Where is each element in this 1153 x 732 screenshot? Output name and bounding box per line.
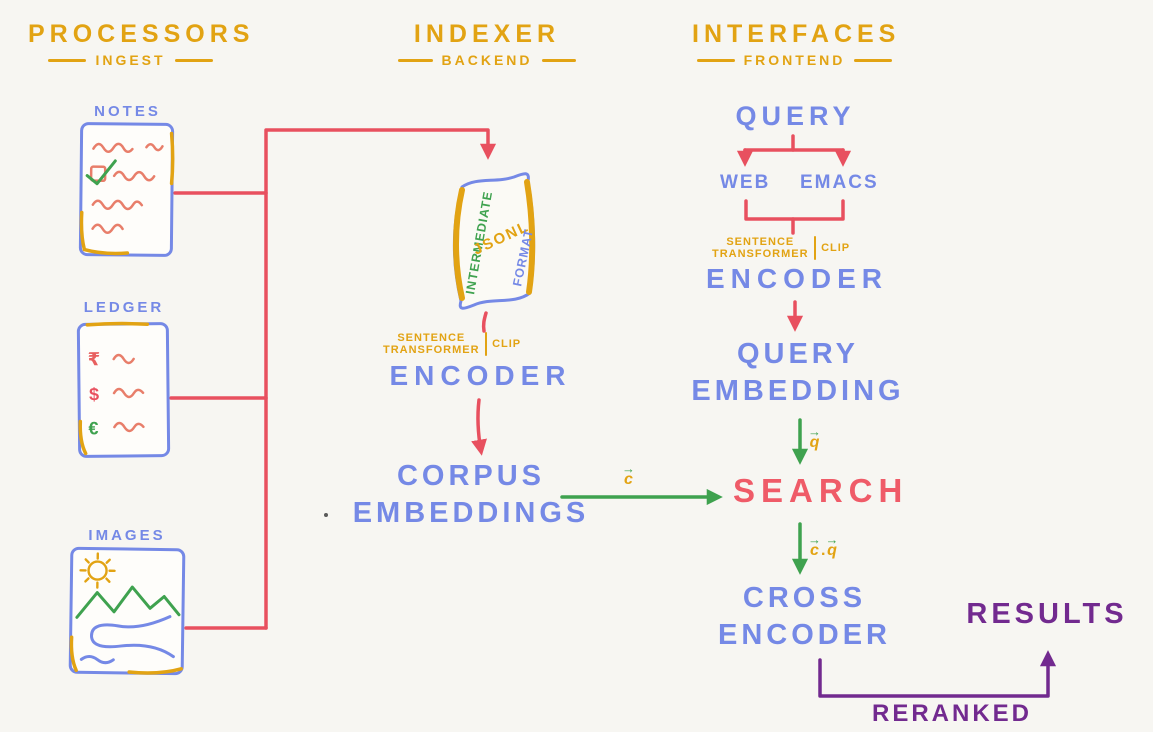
cross-encoder-to-results-arrow [818, 650, 1057, 698]
vector-letter-c: c [810, 542, 819, 559]
ledger-document-icon: ₹ $ € [76, 321, 171, 458]
vector-q: → q [825, 532, 839, 559]
cross-encoder-line1: CROSS [742, 582, 867, 614]
query-embedding-line2: EMBEDDING [691, 375, 905, 407]
interfaces-model-name: SENTENCE TRANSFORMER [712, 236, 809, 260]
query-embedding-line1: QUERY [736, 338, 860, 370]
interfaces-model-label: SENTENCE TRANSFORMER CLIP [712, 236, 850, 260]
images-doc-yellow-accent-bottom [127, 667, 183, 675]
jsonl-scroll-icon: INTERMEDIATE JSONL FORMAT [452, 172, 536, 310]
cross-encoder-node: CROSS ENCODER [692, 580, 917, 654]
processors-column-title: PROCESSORS [28, 20, 255, 48]
scroll-to-encoder-line [481, 311, 488, 333]
ingest-red-lines [169, 128, 852, 630]
dollar-symbol: $ [89, 384, 99, 404]
search-node: SEARCH [733, 472, 909, 509]
stray-dot [324, 513, 328, 517]
vector-c: → c [808, 532, 821, 559]
processors-subtitle-text: INGEST [95, 52, 166, 68]
images-label: IMAGES [88, 527, 166, 544]
indexer-model-line2: TRANSFORMER [383, 344, 480, 356]
interfaces-model-line2: TRANSFORMER [712, 248, 809, 260]
indexer-column-subtitle: BACKEND [398, 52, 576, 68]
indexer-model-clip: CLIP [492, 338, 522, 350]
dot-product-symbol: . [821, 542, 826, 559]
reranked-label: RERANKED [872, 700, 1033, 727]
euro-symbol: € [88, 418, 98, 438]
cross-encoder-line2: ENCODER [717, 619, 891, 651]
indexer-model-divider [484, 332, 488, 356]
interfaces-column-subtitle: FRONTEND [692, 52, 897, 68]
scroll-yellow-band-left [453, 187, 465, 301]
rerank-purple-lines [818, 650, 1057, 698]
query-embedding-node: QUERY EMBEDDING [678, 336, 918, 410]
web-client-node: WEB [720, 172, 771, 193]
indexer-model-name: SENTENCE TRANSFORMER [383, 332, 480, 356]
trunk-to-scroll-arrow [264, 128, 497, 630]
corpus-embeddings-node: CORPUS EMBEDDINGS [342, 458, 600, 532]
rupee-symbol: ₹ [88, 349, 101, 369]
emacs-client-node: EMACS [800, 172, 879, 193]
notes-doc-yellow-accent-bottom [79, 210, 130, 256]
interfaces-encoder-node: ENCODER [705, 263, 888, 294]
sun-icon [79, 552, 116, 589]
corpus-line2: EMBEDDINGS [352, 497, 590, 529]
vector-letter-q: q [809, 434, 820, 451]
indexer-column-title: INDEXER [413, 20, 561, 48]
notes-doc-border [78, 122, 175, 257]
interfaces-model-divider [813, 236, 817, 260]
vector-arrow-icon: → [808, 532, 821, 547]
ledger-scribble-lines [112, 353, 145, 433]
vector-letter-q: q [827, 542, 837, 559]
interfaces-subtitle-text: FRONTEND [743, 52, 846, 68]
notes-document-icon [78, 122, 175, 257]
indexer-encoder-node: ENCODER [389, 360, 572, 391]
images-document-icon [68, 546, 186, 676]
indexer-subtitle-text: BACKEND [441, 52, 533, 68]
clients-merge-line [744, 199, 845, 221]
mountains-drawing [75, 585, 181, 619]
indexer-model-line1: SENTENCE [397, 332, 466, 344]
notes-doc-yellow-accent-right [169, 131, 175, 186]
corpus-line1: CORPUS [396, 460, 546, 492]
processors-column-subtitle: INGEST [28, 52, 233, 68]
images-doc-yellow-accent-left [69, 635, 78, 673]
images-doc-border [68, 546, 186, 676]
river-drawing [79, 615, 175, 665]
vector-arrow-icon: → [825, 532, 839, 547]
notes-label: NOTES [94, 103, 161, 120]
interfaces-column-title: INTERFACES [692, 20, 901, 48]
ledger-doc-yellow-accent-left [78, 419, 88, 456]
similarity-score-label: → c . → q [808, 532, 839, 559]
corpus-vector-label: → c [622, 461, 635, 488]
results-node: RESULTS [966, 598, 1128, 630]
search-green-lines [560, 418, 809, 575]
indexer-model-label: SENTENCE TRANSFORMER CLIP [383, 332, 521, 356]
ledger-doc-yellow-accent-top [85, 321, 150, 327]
query-node: QUERY [735, 101, 856, 131]
notes-checkmark-icon [85, 159, 117, 186]
interfaces-model-line1: SENTENCE [726, 236, 795, 248]
interfaces-model-clip: CLIP [821, 242, 851, 254]
query-vector-label: → q [808, 424, 821, 451]
vector-letter-c: c [624, 471, 633, 488]
ledger-label: LEDGER [83, 299, 165, 316]
vector-arrow-icon: → [622, 461, 635, 476]
vector-arrow-icon: → [808, 424, 821, 439]
scroll-yellow-band-right [524, 179, 536, 295]
encoder-to-corpus-arrow [471, 398, 487, 456]
